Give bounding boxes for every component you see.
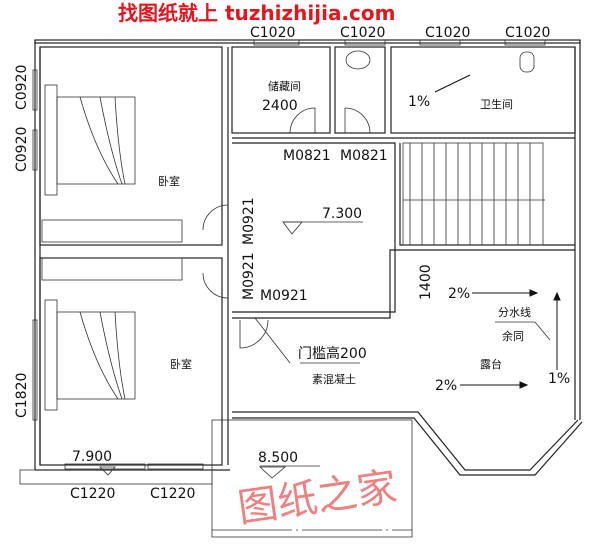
room-label-terrace: 露台 <box>480 357 502 371</box>
slope-label: 1% <box>408 94 430 110</box>
room-label-storage: 储藏间 <box>268 79 301 93</box>
bed-bottom <box>44 299 136 411</box>
window-label: C1820 <box>14 373 30 418</box>
room-label-bedroom: 卧室 <box>170 357 192 371</box>
dimension-label: 2400 <box>262 98 298 114</box>
door-label: M0921 <box>241 252 257 300</box>
window-label: C1220 <box>150 486 195 502</box>
elevation-label: 7.300 <box>322 206 362 222</box>
room-label-bedroom: 卧室 <box>158 174 180 188</box>
toilet-icon <box>519 51 535 73</box>
windows <box>32 39 546 470</box>
stairs <box>402 142 545 246</box>
note-same: 余同 <box>502 329 524 343</box>
window-label: C1020 <box>340 25 385 41</box>
room-label-bathroom: 卫生间 <box>480 97 513 111</box>
door-label: M0821 <box>340 148 388 164</box>
walls <box>19 39 583 538</box>
note-threshold: 门槛高200 <box>298 345 367 362</box>
elevation-label: 7.900 <box>72 449 112 465</box>
note-divide-line: 分水线 <box>498 305 531 319</box>
window-label: C0920 <box>14 127 30 172</box>
door-label: M0921 <box>260 288 308 304</box>
slope-label: 2% <box>435 378 457 394</box>
window-label: C1020 <box>505 25 550 41</box>
door-label: M0821 <box>283 148 331 164</box>
bed-top <box>44 84 136 196</box>
wardrobes <box>41 219 183 281</box>
window-label: C1220 <box>70 486 115 502</box>
slope-arrows <box>434 74 561 389</box>
window-label: C1020 <box>425 25 470 41</box>
slope-label: 2% <box>448 286 470 302</box>
sink-icon <box>345 50 371 70</box>
watermark-top: 找图纸就上 tuzhizhijia.com <box>118 1 395 25</box>
window-label: C1020 <box>250 25 295 41</box>
window-label: C0920 <box>14 65 30 110</box>
slope-label: 1% <box>548 371 570 387</box>
door-label: M0921 <box>241 197 257 245</box>
dimension-label: 1400 <box>418 264 434 300</box>
note-material: 素混凝土 <box>312 372 356 386</box>
watermark-diagonal: 图纸之家 <box>235 464 400 532</box>
door-swings <box>202 107 371 349</box>
elevation-label: 8.500 <box>258 450 298 466</box>
